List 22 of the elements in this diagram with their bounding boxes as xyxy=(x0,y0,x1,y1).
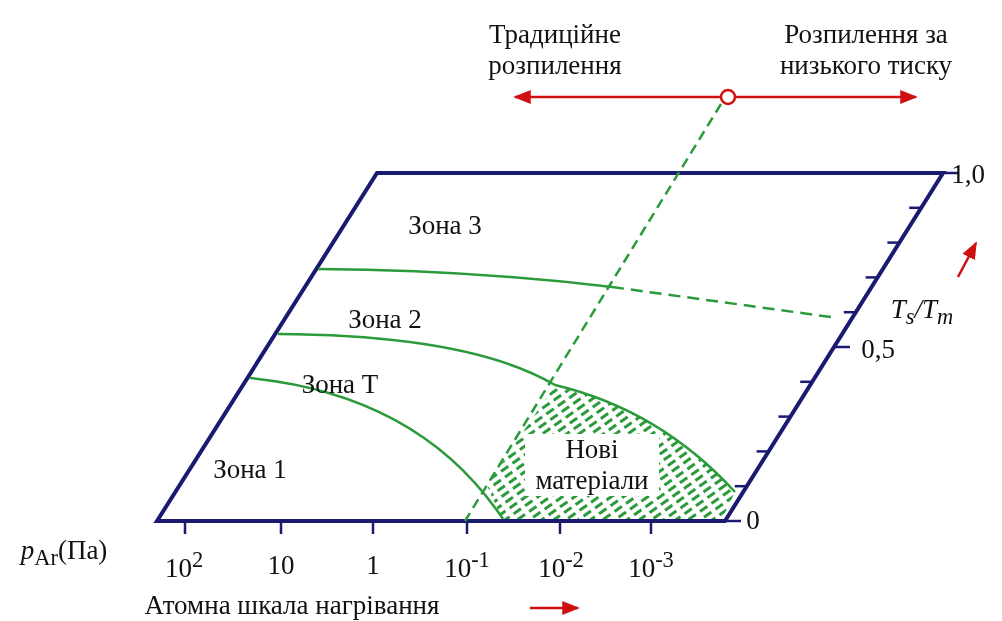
axis-title: Атомна шкала нагрівання xyxy=(144,590,440,621)
axis-value: 0 xyxy=(746,505,760,537)
axis-value: 10 xyxy=(267,550,295,582)
axis-value: 1,0 xyxy=(951,159,985,191)
zone-label: Зона 3 xyxy=(408,210,482,242)
axis-value: 0,5 xyxy=(861,334,895,366)
zone-label: Зона 1 xyxy=(213,454,287,486)
axis-label: T$_{s}$/T$_{m}$ xyxy=(890,293,954,331)
zone-label: Нові матеріали xyxy=(525,433,659,497)
axis-value: 10$^{-1}$ xyxy=(444,547,490,585)
side-label: Розпилення за низького тиску xyxy=(746,18,986,82)
zone-label: Зона 2 xyxy=(348,304,422,336)
arrow xyxy=(513,90,721,104)
marker-circle xyxy=(719,88,737,106)
axis-label: p$_{Ar}$(Па) xyxy=(20,534,108,572)
axis-value: 1 xyxy=(366,550,380,582)
side-label: Традиційне розпилення xyxy=(455,18,655,82)
axis-value: 10$^{2}$ xyxy=(164,547,204,585)
axis-value: 10$^{-2}$ xyxy=(538,547,584,585)
arrow xyxy=(735,90,918,104)
zone-label: Зона T xyxy=(301,369,379,401)
axis-value: 10$^{-3}$ xyxy=(628,547,674,585)
